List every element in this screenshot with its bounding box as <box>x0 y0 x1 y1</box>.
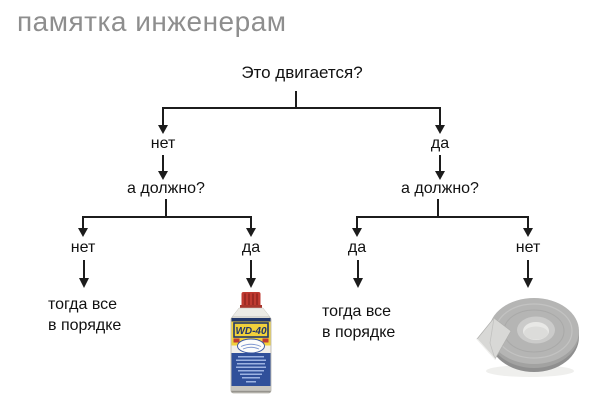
arrow-to-ok-left <box>79 260 89 288</box>
outcome-ok-left-line1: тогда все <box>48 296 118 313</box>
left-leaf-label-no: нет <box>70 239 96 256</box>
connector-root-split <box>162 91 441 109</box>
wd40-cap <box>240 292 262 308</box>
right-leaf-label-yes: да <box>347 239 367 256</box>
arrow-to-no-branch <box>158 107 168 134</box>
arrow-no-to-question <box>158 155 168 180</box>
right-leaf-label-no: нет <box>515 239 541 256</box>
tape-roll <box>489 298 579 372</box>
page-title: памятка инженерам <box>17 6 287 37</box>
arrow-to-tape <box>523 260 533 288</box>
outcome-ok-left-line2: в порядке <box>48 317 122 334</box>
arrow-right-split-no <box>523 216 533 237</box>
arrow-left-split-yes <box>246 216 256 237</box>
connector-right-split <box>356 199 529 218</box>
wd40-body: WD-40 <box>230 307 272 394</box>
outcome-ok-right-line1: тогда все <box>322 303 392 320</box>
arrow-to-yes-branch <box>435 107 445 134</box>
branch-label-no: нет <box>150 135 176 152</box>
wd40-brand-text: WD-40 <box>235 326 267 337</box>
arrow-to-ok-right <box>353 260 363 288</box>
arrow-to-wd40 <box>246 260 256 288</box>
tape-flap <box>476 317 512 360</box>
left-leaf-label-yes: да <box>241 239 261 256</box>
connector-left-split <box>82 199 252 218</box>
arrow-yes-to-question <box>435 155 445 180</box>
outcome-ok-right-line2: в порядке <box>322 324 396 341</box>
wd40-spray-can: WD-40 <box>230 292 272 394</box>
outcome-ok-right: тогда все в порядке <box>322 301 395 343</box>
arrow-right-split-yes <box>352 216 362 237</box>
arrow-left-split-no <box>78 216 88 237</box>
duct-tape-roll <box>476 298 579 377</box>
branch-label-yes: да <box>430 135 450 152</box>
outcome-ok-left: тогда все в порядке <box>48 294 121 336</box>
right-question: а должно? <box>401 180 479 197</box>
left-question: а должно? <box>127 180 205 197</box>
root-question: Это двигается? <box>241 63 363 82</box>
